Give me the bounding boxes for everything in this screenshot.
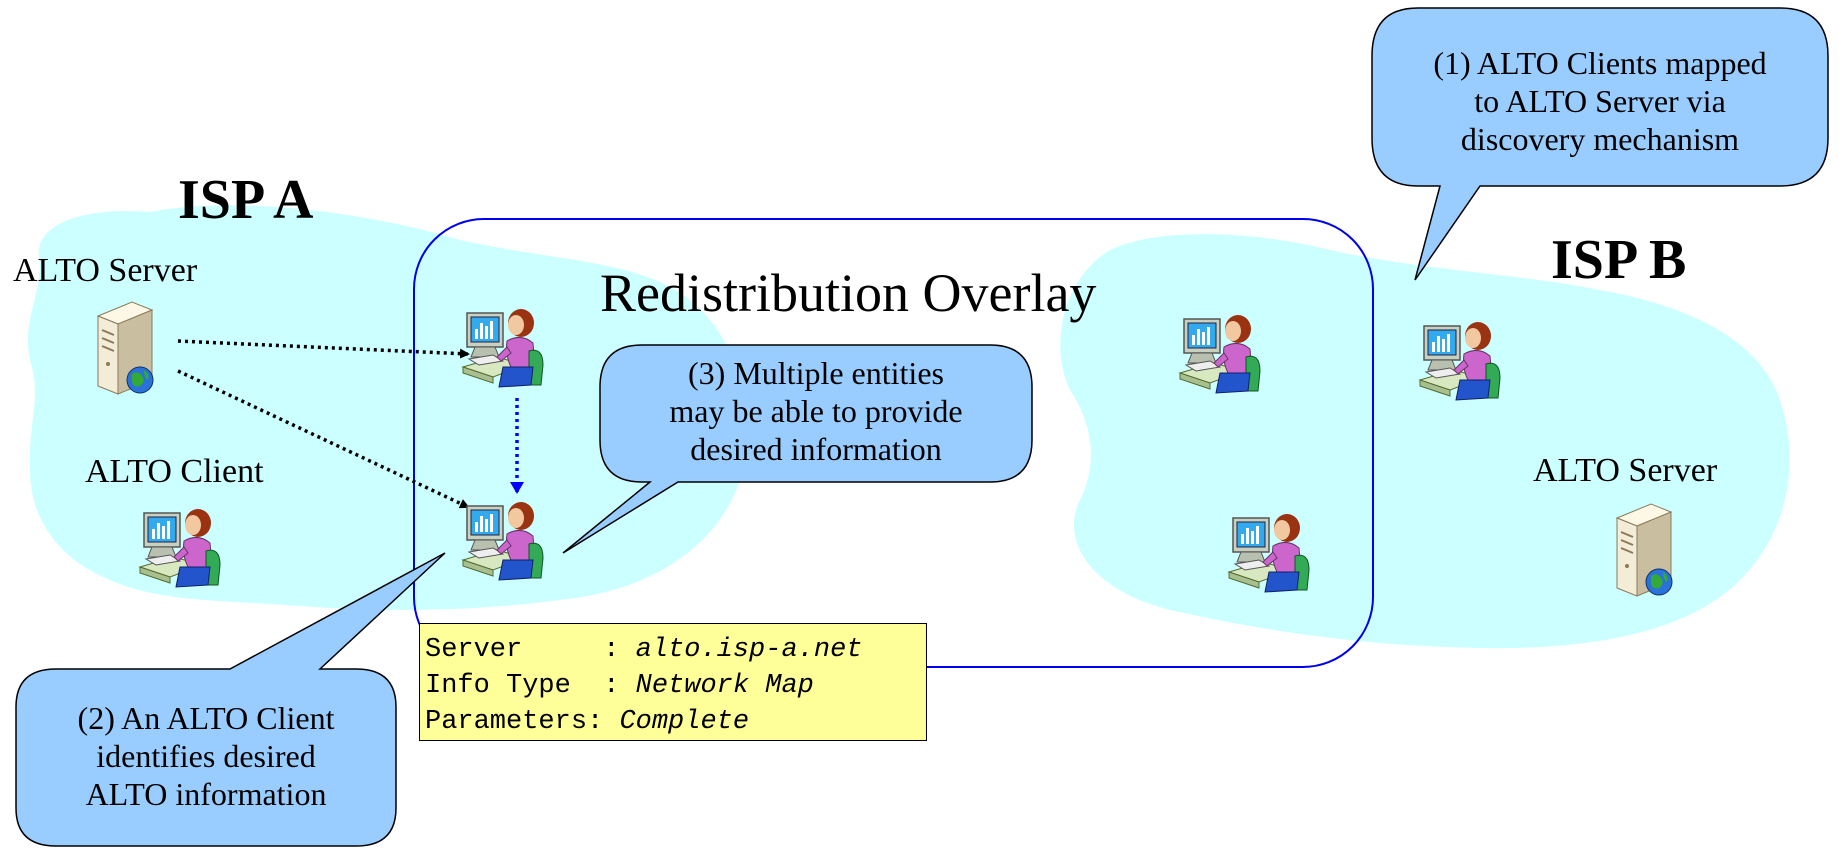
callout-1-line-1: (1) ALTO Clients mapped xyxy=(1433,45,1767,81)
isp-a-alto-server-icon xyxy=(97,301,154,395)
isp-b-label: ISP B xyxy=(1551,229,1687,291)
callout-1-bubble xyxy=(1371,7,1829,281)
info-key-params: Parameters: xyxy=(425,707,620,737)
isp-a-label: ISP A xyxy=(178,169,314,231)
isp-a-cloud xyxy=(27,205,748,610)
callout-1-line-3: discovery mechanism xyxy=(1460,121,1740,157)
callout-2-line-2: identifies desired xyxy=(96,738,316,774)
callout-2-text: (2) An ALTO Client identifies desired AL… xyxy=(20,699,392,813)
callout-1-text: (1) ALTO Clients mapped to ALTO Server v… xyxy=(1380,44,1820,158)
callout-1-line-2: to ALTO Server via xyxy=(1474,83,1726,119)
callout-3-line-1: (3) Multiple entities xyxy=(688,355,944,391)
callout-3-line-2: may be able to provide xyxy=(669,393,963,429)
isp-a-client-label: ALTO Client xyxy=(85,453,264,490)
callout-2-line-1: (2) An ALTO Client xyxy=(77,700,335,736)
info-value-server: alto.isp-a.net xyxy=(635,635,863,665)
isp-b-server-label: ALTO Server xyxy=(1533,452,1718,489)
info-row-params: Parameters: Complete xyxy=(425,704,926,740)
info-value-type: Network Map xyxy=(635,671,814,701)
info-key-server: Server : xyxy=(425,635,636,665)
callout-3-text: (3) Multiple entities may be able to pro… xyxy=(604,354,1028,468)
callout-2-line-3: ALTO information xyxy=(85,776,327,812)
isp-a-server-label: ALTO Server xyxy=(13,252,198,289)
info-value-params: Complete xyxy=(619,707,750,737)
info-row-type: Info Type : Network Map xyxy=(425,668,926,704)
server-to-client-arrow-2 xyxy=(177,369,470,509)
callout-2-bubble xyxy=(15,552,446,847)
peer-redirect-arrowhead xyxy=(510,482,524,494)
isp-b-alto-server-icon xyxy=(1616,503,1673,597)
info-key-type: Info Type : xyxy=(425,671,636,701)
overlay-title: Redistribution Overlay xyxy=(600,263,1097,323)
info-row-server: Server : alto.isp-a.net xyxy=(425,632,926,668)
isp-b-cloud xyxy=(1060,234,1790,649)
callout-3-bubble xyxy=(562,344,1033,554)
callout-3-line-3: desired information xyxy=(690,431,942,467)
